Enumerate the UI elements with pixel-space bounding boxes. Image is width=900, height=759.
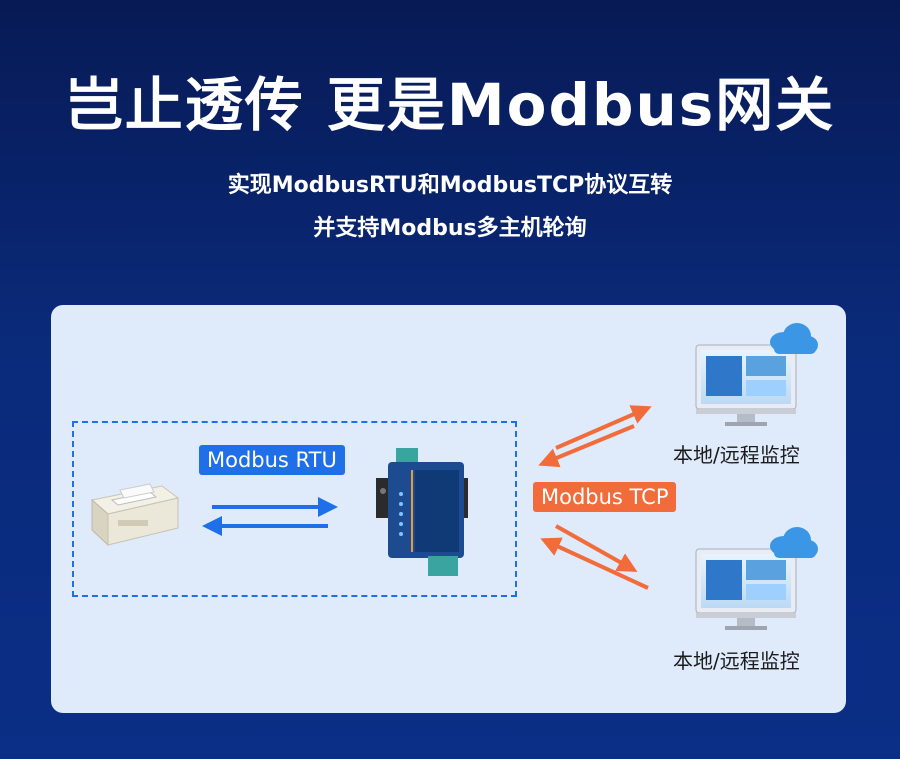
cloud-icon	[770, 527, 818, 558]
modbus-tcp-label: Modbus TCP	[533, 482, 677, 512]
tcp-arrow-down-in	[540, 537, 649, 590]
tcp-arrow-up-in	[538, 424, 635, 468]
printer-icon	[90, 483, 180, 547]
subtitle-line-1: 实现ModbusRTU和ModbusTCP协议互转	[227, 173, 673, 198]
gateway-device-icon	[376, 448, 468, 576]
monitor-icon	[695, 344, 797, 426]
subtitle-line-2: 并支持Modbus多主机轮询	[313, 216, 587, 241]
monitor-label-top: 本地/远程监控	[673, 443, 800, 467]
page-title: 岂止透传 更是Modbus网关	[64, 71, 836, 139]
local-network-boundary	[72, 421, 517, 597]
modbus-rtu-label: Modbus RTU	[199, 445, 345, 475]
monitor-icon	[695, 548, 797, 630]
tcp-arrow-down-out	[555, 524, 638, 572]
monitor-label-bottom: 本地/远程监控	[673, 649, 800, 673]
cloud-icon	[770, 323, 818, 354]
tcp-arrow-up-out	[555, 405, 652, 450]
